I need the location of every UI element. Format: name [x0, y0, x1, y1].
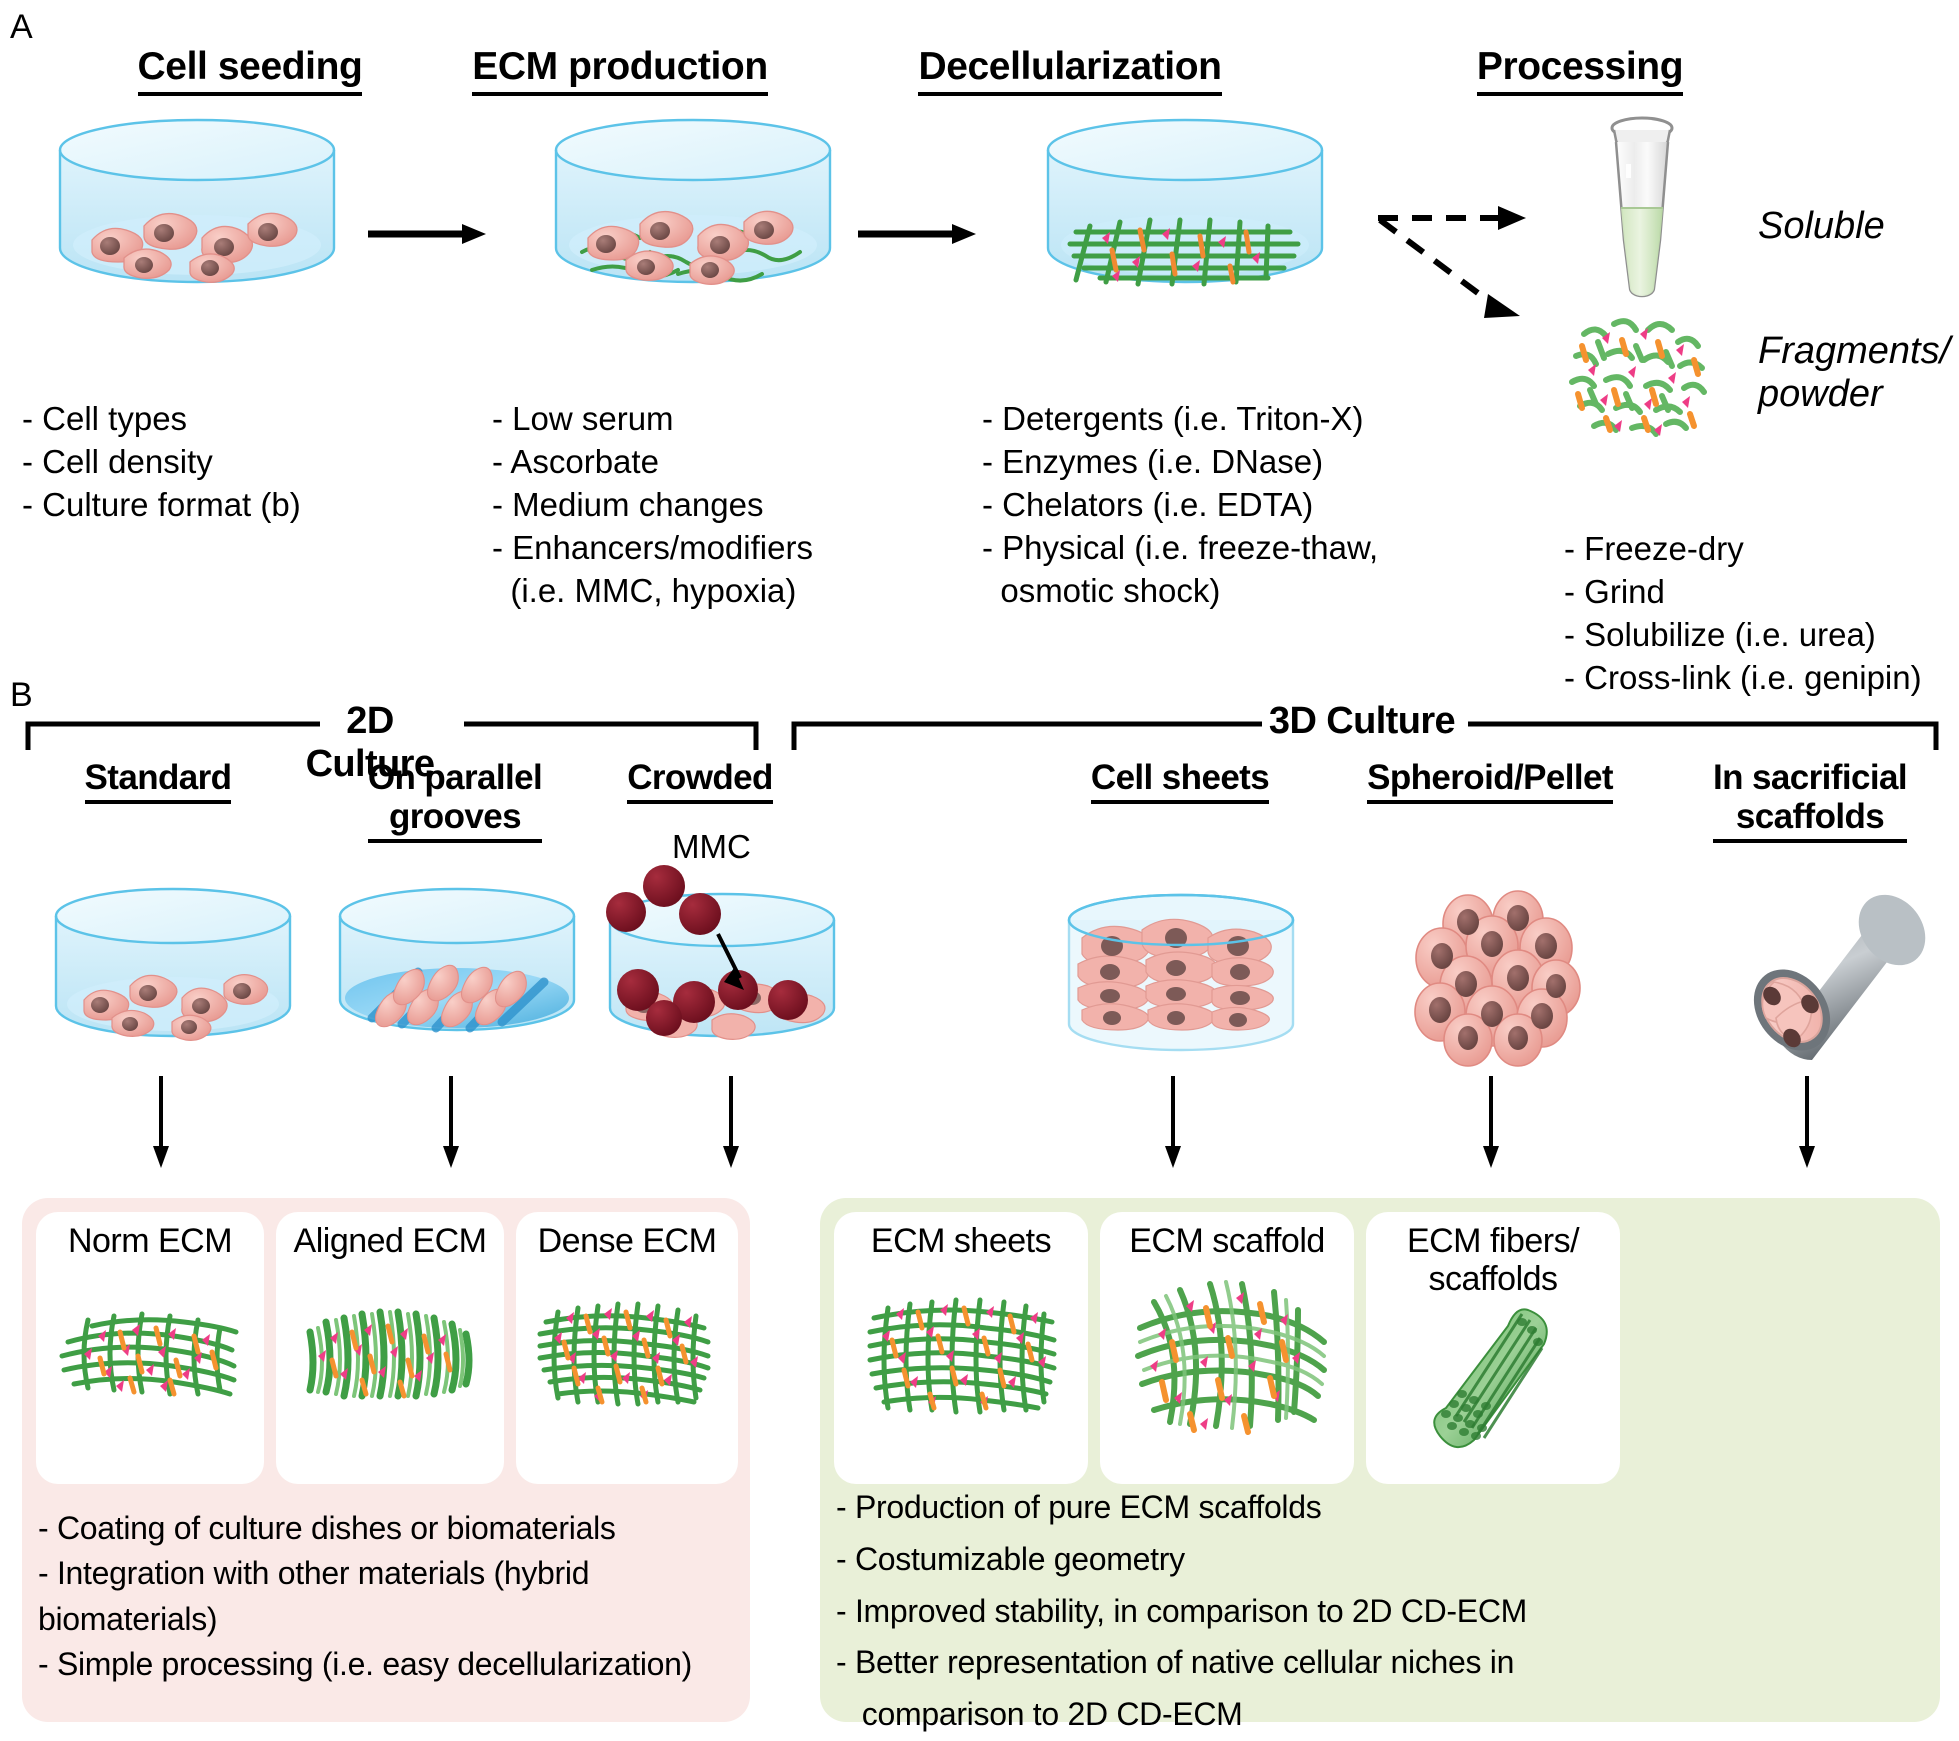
group-title-2d: 2D Culture	[305, 700, 435, 785]
column-header-cell-sheets: Cell sheets	[1040, 758, 1320, 805]
step-title-text: Processing	[1476, 45, 1684, 96]
step-title-text: Cell seeding	[137, 45, 363, 96]
column-header-text: In sacrificial scaffolds	[1713, 758, 1908, 844]
arrow-down-crowded	[720, 1076, 742, 1168]
column-header-crowded: Crowded	[590, 758, 810, 805]
panel-a-letter: A	[10, 8, 33, 46]
cell-sheet-stack-icon	[1056, 890, 1306, 1060]
culture-dish-crowded-icon	[592, 865, 852, 1052]
column-header-text: Standard	[84, 758, 232, 805]
column-header-text: Spheroid/Pellet	[1367, 758, 1613, 805]
bullets-processing: - Freeze-dry - Grind - Solubilize (i.e. …	[1564, 530, 1922, 696]
arrow-step-1-to-2	[368, 222, 488, 246]
arrow-down-spheroid	[1480, 1076, 1502, 1168]
eppendorf-tube-icon	[1592, 112, 1692, 302]
ecm-mesh-dense-icon	[528, 1282, 726, 1418]
arrow-down-standard	[150, 1076, 172, 1168]
arrow-down-cell-sheets	[1162, 1076, 1184, 1168]
mmc-annotation-label: MMC	[672, 828, 751, 865]
result-card-ecm-sheets	[834, 1212, 1088, 1484]
output-label-soluble: Soluble	[1758, 205, 1885, 247]
column-header-sacrificial: In sacrificial scaffolds	[1680, 758, 1940, 844]
step-title-text: Decellularization	[918, 45, 1222, 96]
ecm-fiber-bundle-icon	[1412, 1298, 1582, 1458]
group-title-3d: 3D Culture	[1268, 700, 1456, 742]
step-title-cell-seeding: Cell seeding	[30, 45, 470, 96]
panel-b-letter: B	[10, 676, 33, 714]
culture-dish-cells-icon	[52, 118, 342, 290]
culture-dish-standard-icon	[48, 887, 298, 1048]
step-title-text: ECM production	[472, 45, 768, 96]
column-header-text: Crowded	[627, 758, 773, 805]
bullets-2d-advantages: - Coating of culture dishes or biomateri…	[38, 1510, 693, 1683]
bullets-decellularization: - Detergents (i.e. Triton-X) - Enzymes (…	[982, 400, 1379, 609]
sacrificial-tube-icon	[1714, 892, 1944, 1072]
result-label-norm-ecm: Norm ECM	[67, 1222, 233, 1260]
ecm-mesh-aligned-icon	[288, 1284, 488, 1416]
output-label-fragments: Fragments/ powder	[1758, 330, 1951, 415]
column-header-spheroid: Spheroid/Pellet	[1330, 758, 1650, 805]
bullets-ecm-production: - Low serum - Ascorbate - Medium changes…	[492, 400, 813, 609]
culture-dish-grooves-icon	[332, 887, 582, 1048]
ecm-sheet-block-icon	[856, 1282, 1070, 1432]
bullets-cell-seeding: - Cell types - Cell density - Culture fo…	[22, 400, 301, 523]
column-header-text: On parallel grooves	[367, 758, 543, 844]
step-title-decellularization: Decellularization	[820, 45, 1320, 96]
column-header-grooves: On parallel grooves	[330, 758, 580, 844]
group-bracket-2d	[24, 714, 760, 754]
bullets-3d-advantages: - Production of pure ECM scaffolds - Cos…	[836, 1489, 1527, 1733]
result-label-ecm-scaffold: ECM scaffold	[1129, 1222, 1325, 1260]
dashed-branch-arrows	[1370, 190, 1570, 350]
culture-dish-decell-icon	[1040, 118, 1330, 290]
arrow-down-grooves	[440, 1076, 462, 1168]
arrow-step-2-to-3	[858, 222, 978, 246]
result-label-ecm-fibers: ECM fibers/ scaffolds	[1406, 1222, 1580, 1299]
result-label-dense-ecm: Dense ECM	[537, 1222, 717, 1260]
arrow-down-sacrificial	[1796, 1076, 1818, 1168]
step-title-processing: Processing	[1370, 45, 1790, 96]
ecm-powder-icon	[1548, 290, 1738, 460]
column-header-text: Cell sheets	[1090, 758, 1270, 805]
group-bracket-3d	[790, 714, 1940, 754]
culture-dish-ecm-icon	[548, 118, 838, 290]
spheroid-icon	[1400, 888, 1600, 1068]
ecm-scaffold-sphere-icon	[1124, 1272, 1334, 1442]
column-header-standard: Standard	[28, 758, 288, 805]
ecm-mesh-flat-icon	[52, 1286, 248, 1416]
step-title-ecm-production: ECM production	[400, 45, 840, 96]
result-label-aligned-ecm: Aligned ECM	[293, 1222, 487, 1260]
result-label-ecm-sheets: ECM sheets	[870, 1222, 1052, 1260]
